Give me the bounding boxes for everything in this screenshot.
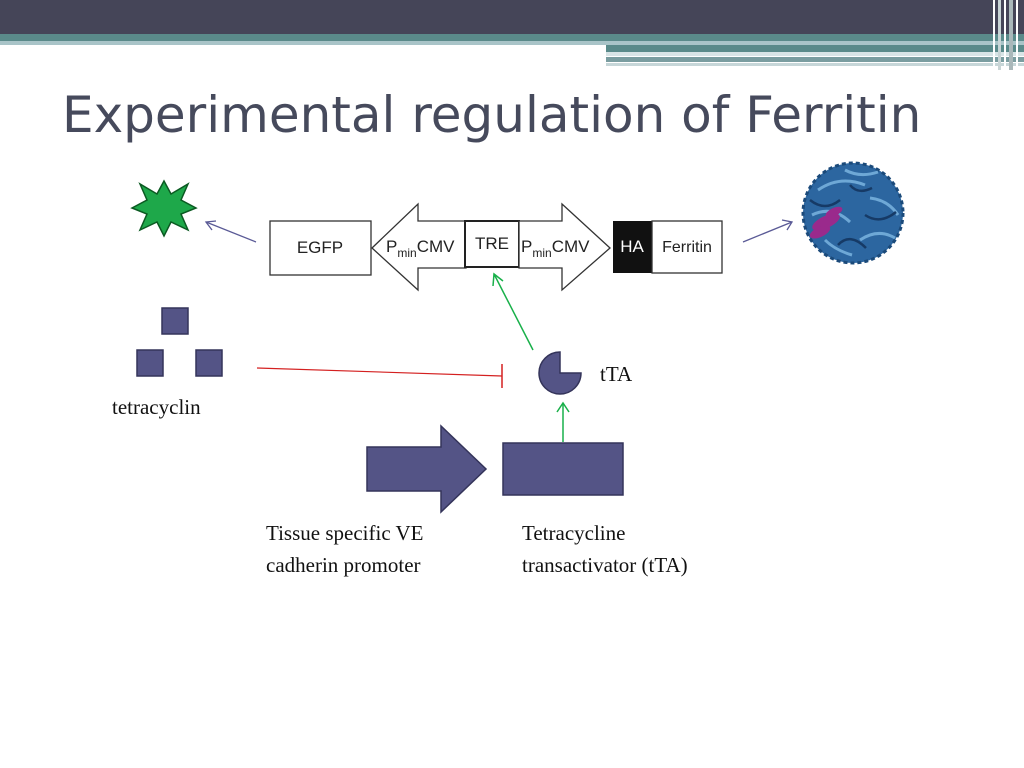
pmin-cmv-left-label: PminCMV — [386, 237, 455, 260]
header-bar — [0, 0, 1024, 70]
egfp-box — [269, 220, 372, 276]
pmin-left-main: P — [386, 237, 397, 256]
tta-gene-box — [502, 442, 624, 496]
green-star-icon — [130, 179, 198, 238]
expression-arrow-to-tta — [556, 401, 570, 442]
transactivator-label-line2: transactivator (tTA) — [522, 553, 688, 577]
promoter-label-line1: Tissue specific VE — [266, 521, 424, 545]
ha-label: HA — [620, 237, 644, 256]
egfp-label: EGFP — [297, 238, 343, 257]
ferritin-label: Ferritin — [662, 239, 712, 256]
tta-label: tTA — [600, 362, 633, 386]
pmin-right-suffix: CMV — [552, 237, 590, 256]
tre-label: TRE — [475, 234, 509, 253]
arrow-to-egfp — [204, 220, 257, 243]
tetracyclin-label: tetracyclin — [112, 395, 201, 419]
arrow-to-ferritin — [742, 219, 794, 243]
slide-title: Experimental regulation of Ferritin — [62, 86, 921, 144]
activation-arrow-to-tre — [492, 272, 534, 351]
pmin-left-sub: min — [397, 246, 416, 260]
transactivator-label-line1: Tetracycline — [522, 521, 625, 545]
tetracyclin-icon — [136, 307, 223, 377]
ha-box — [613, 221, 652, 273]
pmin-right-main: P — [521, 237, 532, 256]
inhibition-line — [256, 364, 503, 388]
tta-protein-icon — [538, 351, 582, 395]
pmin-cmv-right-arrow — [518, 202, 611, 292]
pmin-right-sub: min — [532, 246, 551, 260]
pmin-cmv-right-label: PminCMV — [521, 237, 590, 260]
ferritin-protein-icon — [801, 161, 905, 265]
ferritin-box — [651, 220, 723, 274]
pmin-left-suffix: CMV — [417, 237, 455, 256]
promoter-arrow-icon — [366, 424, 488, 514]
promoter-label-line2: cadherin promoter — [266, 553, 421, 577]
